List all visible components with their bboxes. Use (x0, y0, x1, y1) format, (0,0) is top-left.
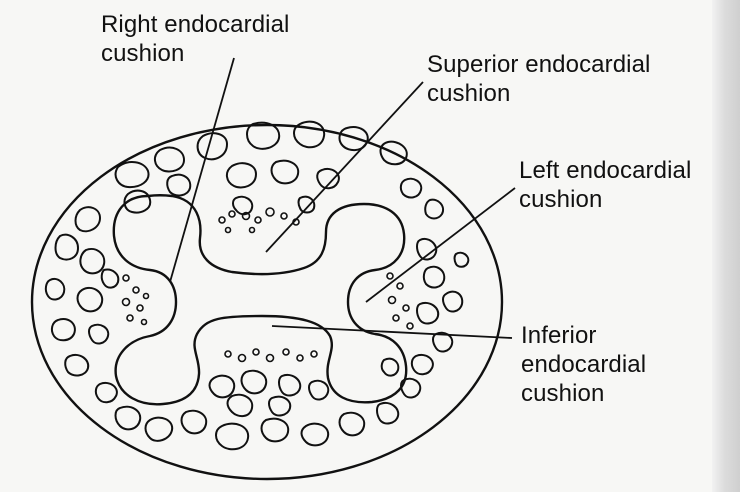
label-right-endocardial-cushion: Right endocardial cushion (101, 10, 290, 68)
leader-right-cushion (170, 58, 234, 282)
label-inferior-endocardial-cushion: Inferior endocardial cushion (521, 321, 646, 408)
leader-superior-cushion (266, 82, 423, 252)
label-left-endocardial-cushion: Left endocardial cushion (519, 156, 691, 214)
label-superior-endocardial-cushion: Superior endocardial cushion (427, 50, 650, 108)
leader-inferior-cushion (272, 326, 512, 338)
cell-dots (123, 208, 414, 362)
